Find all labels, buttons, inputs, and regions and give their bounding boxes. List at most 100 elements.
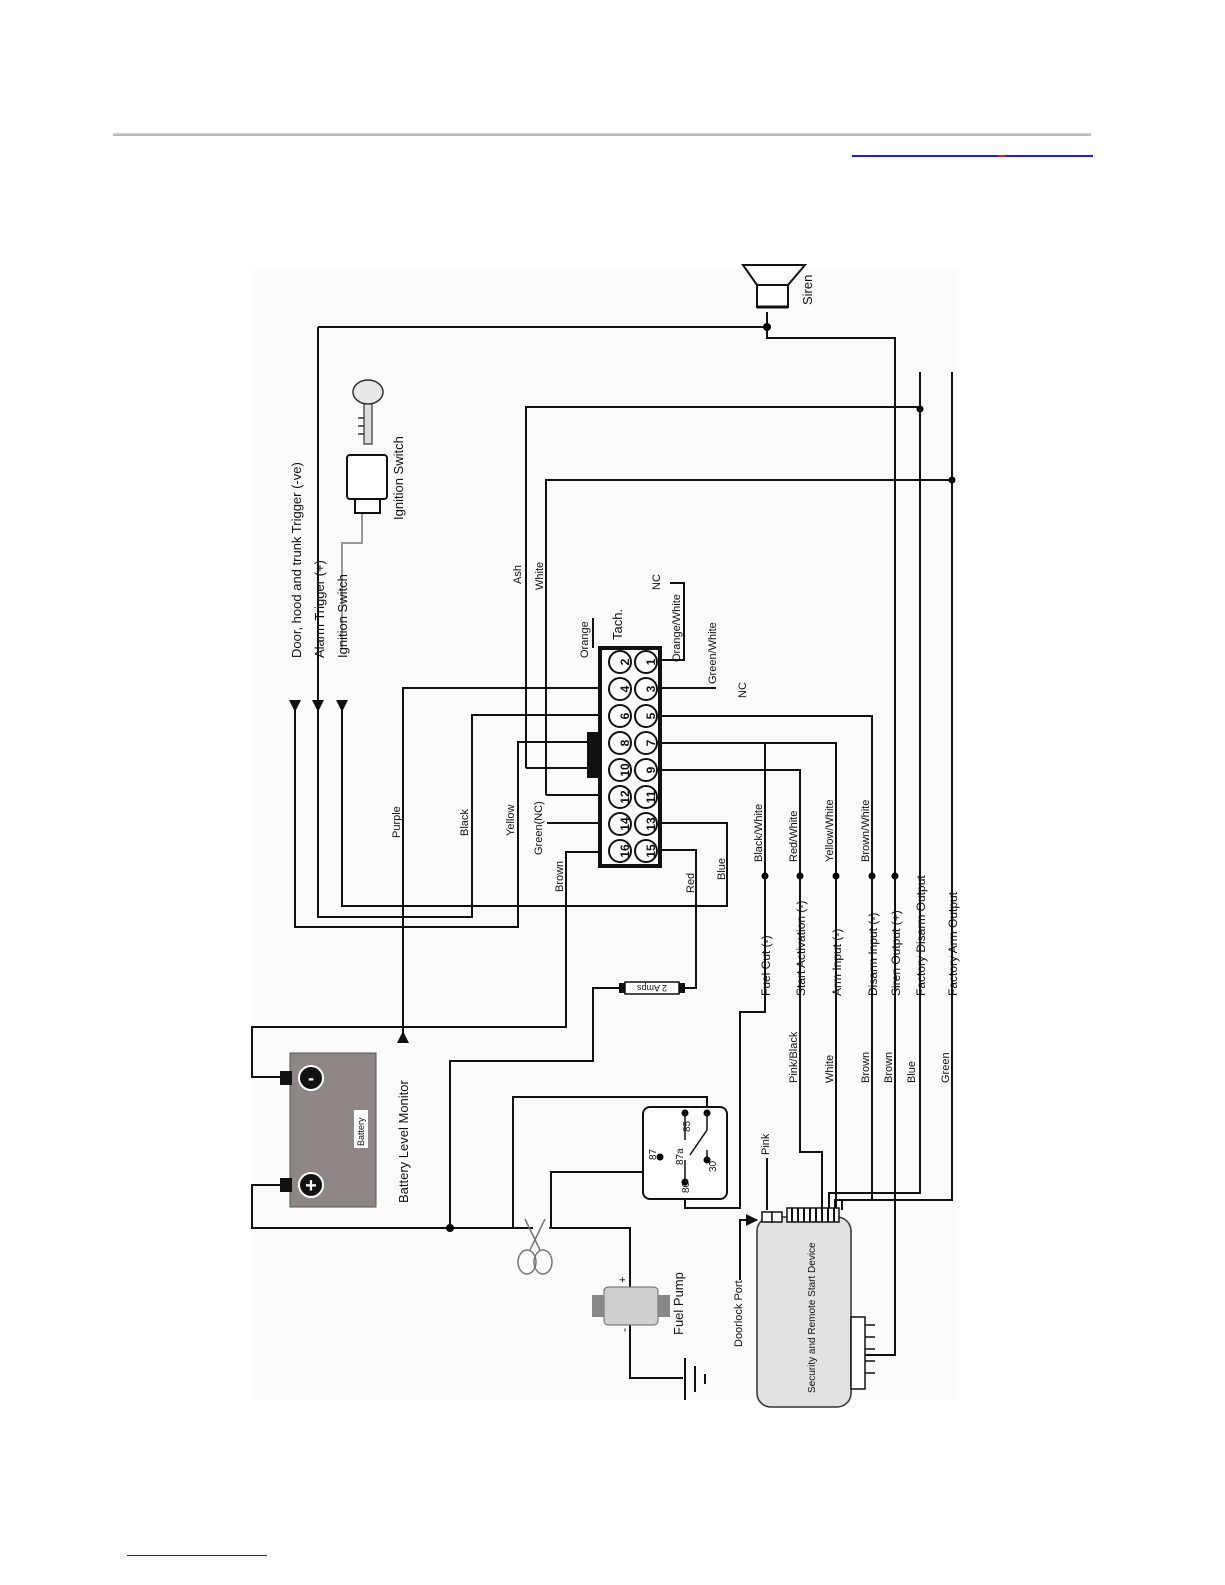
wire-white: White xyxy=(534,562,546,590)
ground-icon xyxy=(684,1358,706,1400)
arrows xyxy=(289,700,758,1226)
fuse-label: 2 Amps xyxy=(636,983,667,993)
connector-pin-label-8: 8 xyxy=(618,739,632,746)
header-link-underline[interactable] xyxy=(852,155,1093,157)
white-wire xyxy=(545,372,953,795)
output-arm-input: Arm Input (-) xyxy=(830,929,844,996)
connector-pin-4 xyxy=(608,677,632,701)
ash-wire xyxy=(525,372,921,768)
fuel-pump-minus: - xyxy=(617,1328,631,1332)
siren xyxy=(741,264,808,309)
wire-ash: Ash xyxy=(512,565,524,584)
connector-pin-6 xyxy=(608,704,632,728)
battery-plus-terminal xyxy=(298,1172,324,1198)
relay-pin-87a: 87a xyxy=(675,1148,686,1165)
wire-white-out: White xyxy=(824,1055,836,1083)
ignition-switch-lead xyxy=(341,512,363,648)
siren-label: Siren xyxy=(800,275,815,305)
wire-green-out: Green xyxy=(940,1052,952,1083)
output-factory-disarm: Factory Disarm Output xyxy=(914,875,928,996)
ignition-arrow xyxy=(336,700,348,712)
connector-pin-15 xyxy=(634,839,658,863)
battery-minus-symbol: - xyxy=(308,1068,314,1088)
fuel-pump xyxy=(592,1286,670,1326)
relay-pin-85: 85 xyxy=(682,1120,693,1132)
scissors-icon xyxy=(516,1218,553,1275)
wires xyxy=(251,312,956,1379)
wire-brown-out-1: Brown xyxy=(860,1052,872,1083)
connector-pin-1 xyxy=(634,650,658,674)
connector-pin-label-15: 15 xyxy=(644,844,658,858)
connector-pin-label-3: 3 xyxy=(644,685,658,692)
wire-black: Black xyxy=(459,809,471,836)
header-rule xyxy=(113,133,1091,136)
orange-white-lead xyxy=(660,582,685,661)
wire-red-white: Red/White xyxy=(788,811,800,862)
tach-label: Tach. xyxy=(610,609,625,640)
fuel-pump-feed xyxy=(551,1227,631,1287)
relay-pin-30: 30 xyxy=(708,1160,719,1172)
connector-pin-label-11: 11 xyxy=(644,790,658,803)
nc-mid-label: NC xyxy=(737,682,749,698)
nc-top-label: NC xyxy=(651,574,663,590)
connector-pin-label-14: 14 xyxy=(618,817,632,831)
connector-pin-label-1: 1 xyxy=(644,658,658,665)
battery-monitor-label: Battery Level Monitor xyxy=(396,1079,411,1203)
fuse-to-battery-wire xyxy=(449,987,625,1227)
doorlock-port-label: Doorlock Port xyxy=(733,1280,745,1347)
wire-blue-out: Blue xyxy=(906,1061,918,1083)
alarm-trigger-wire xyxy=(317,327,600,918)
connector-pin-13 xyxy=(634,812,658,836)
connector-pin-label-9: 9 xyxy=(644,766,658,773)
connector-pin-16 xyxy=(608,839,632,863)
yellow-white-wire xyxy=(660,742,837,876)
output-disarm-input: Disarm Input (-) xyxy=(866,913,880,996)
relay-pin-86: 86 xyxy=(681,1181,692,1193)
battery: - + xyxy=(280,1052,377,1208)
relay-85-wire xyxy=(512,1096,708,1228)
wire-blue: Blue xyxy=(716,858,728,880)
relay-pin-87: 87 xyxy=(648,1148,659,1160)
red-wire xyxy=(660,849,697,989)
battery-plus-symbol: + xyxy=(305,1175,317,1197)
ignition-switch-icon xyxy=(346,454,388,514)
battery-monitor-arrow xyxy=(397,1031,409,1043)
wire-black-white: Black/White xyxy=(753,804,765,862)
wire-brown-white: Brown/White xyxy=(860,800,872,862)
fuel-pump-plus: + xyxy=(617,1277,629,1283)
siren-wire xyxy=(318,326,896,884)
wire-orange: Orange xyxy=(579,621,591,658)
connector-pin-12 xyxy=(608,785,632,809)
connector-pin-label-2: 2 xyxy=(618,658,632,665)
start-activation-to-device xyxy=(799,876,823,1210)
disarm-input-to-device xyxy=(841,876,873,1210)
wire-green-nc: Green(NC) xyxy=(533,801,545,855)
brown-white-wire xyxy=(660,715,873,876)
connector-pin-8 xyxy=(608,731,632,755)
wire-yellow: Yellow xyxy=(505,805,517,836)
connector-pin-5 xyxy=(634,704,658,728)
ignition-switch-key-label: Ignition Switch xyxy=(391,436,406,520)
alarm-trigger-label: Alarm Trigger (+) xyxy=(312,560,327,658)
output-factory-arm: Factory Arm Output xyxy=(946,891,960,996)
wire-red: Red xyxy=(685,873,697,893)
connector-pin-14 xyxy=(608,812,632,836)
siren-output-to-device xyxy=(865,876,896,1356)
door-trigger-label: Door, hood and trunk Trigger (-ve) xyxy=(289,462,304,658)
output-siren: Siren Output (+) xyxy=(889,910,903,996)
connector-pin-label-10: 10 xyxy=(618,763,632,777)
connector-pin-3 xyxy=(634,677,658,701)
battery-minus-terminal xyxy=(298,1065,324,1091)
connector-pin-label-13: 13 xyxy=(644,817,658,831)
connector-pin-9 xyxy=(634,758,658,782)
wire-yellow-white: Yellow/White xyxy=(824,799,836,862)
wire-orange-white: Orange/White xyxy=(671,594,683,662)
wire-green-white: Green/White xyxy=(707,622,719,684)
battery-label: Battery xyxy=(356,1117,366,1146)
security-device xyxy=(756,1207,875,1408)
footer-link-underline[interactable] xyxy=(127,1555,267,1556)
connector-pin-label-5: 5 xyxy=(644,712,658,719)
pink-label: Pink xyxy=(760,1133,772,1155)
